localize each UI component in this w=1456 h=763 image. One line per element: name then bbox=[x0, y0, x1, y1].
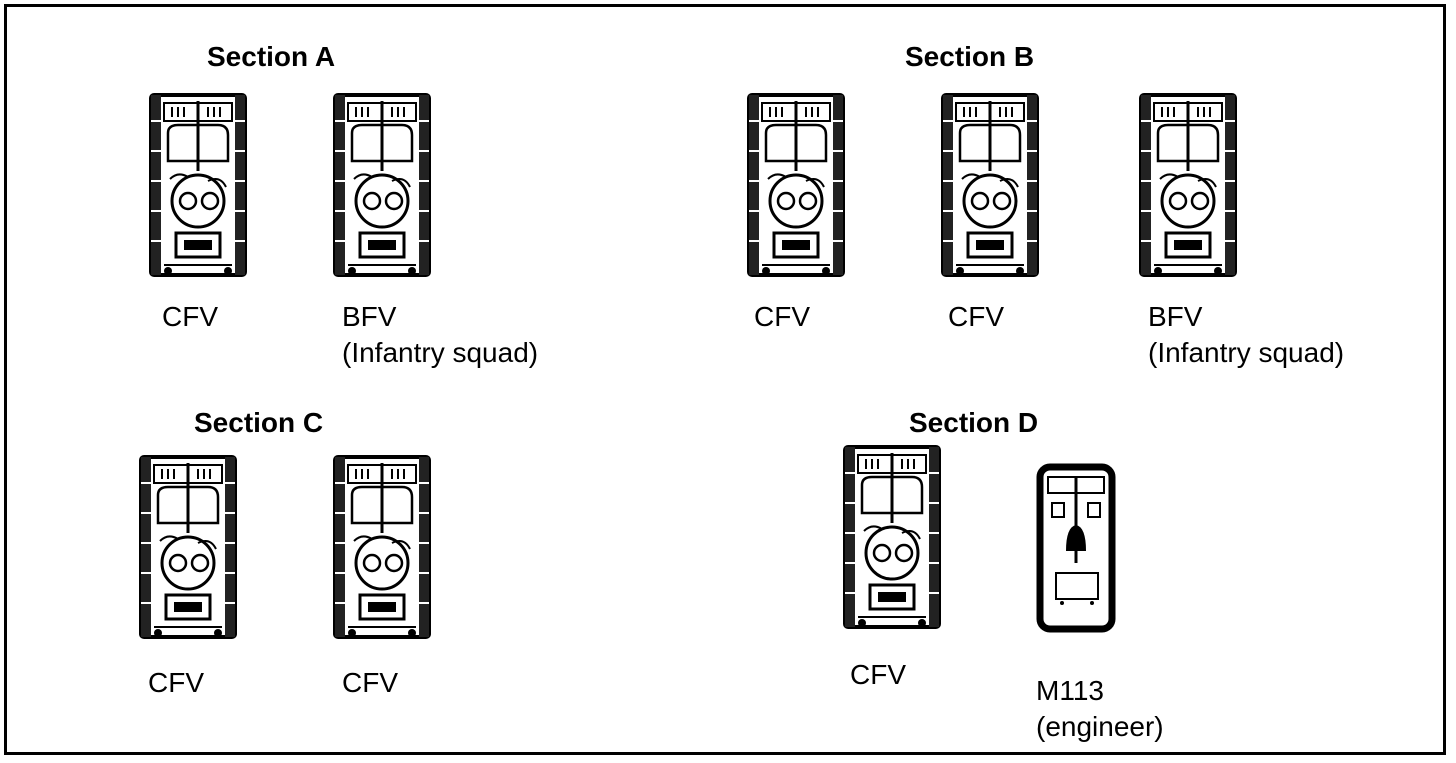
section-b-title: Section B bbox=[905, 41, 1035, 72]
cfv-vehicle-icon bbox=[842, 443, 942, 633]
section-c-vehicle-1-label: CFV bbox=[148, 667, 204, 698]
section-d-vehicle-1-label: CFV bbox=[850, 659, 906, 690]
cfv-vehicle-icon bbox=[138, 453, 238, 643]
cfv-vehicle-icon bbox=[332, 453, 432, 643]
cfv-vehicle-icon bbox=[746, 91, 846, 281]
bfv-vehicle-icon bbox=[1138, 91, 1238, 281]
section-d-vehicle-2-label: M113 bbox=[1036, 675, 1104, 706]
section-b-vehicle-3-label: BFV bbox=[1148, 301, 1203, 332]
section-d-vehicle-2-sublabel: (engineer) bbox=[1036, 711, 1164, 742]
cfv-vehicle-icon bbox=[940, 91, 1040, 281]
section-a-title: Section A bbox=[207, 41, 336, 72]
bfv-vehicle-icon bbox=[332, 91, 432, 281]
diagram-frame: Section A CFV bbox=[4, 4, 1446, 755]
section-b-vehicle-2-label: CFV bbox=[948, 301, 1004, 332]
section-c-title: Section C bbox=[194, 407, 324, 438]
section-a-vehicle-1-label: CFV bbox=[162, 301, 218, 332]
section-c-vehicle-2-label: CFV bbox=[342, 667, 398, 698]
section-a-vehicle-2-label: BFV bbox=[342, 301, 397, 332]
section-b-vehicle-3-sublabel: (Infantry squad) bbox=[1148, 337, 1345, 368]
cfv-vehicle-icon bbox=[148, 91, 248, 281]
m113-vehicle-icon bbox=[1036, 463, 1116, 633]
section-d-title: Section D bbox=[909, 407, 1039, 438]
section-a-vehicle-2-sublabel: (Infantry squad) bbox=[342, 337, 539, 368]
section-b-vehicle-1-label: CFV bbox=[754, 301, 810, 332]
